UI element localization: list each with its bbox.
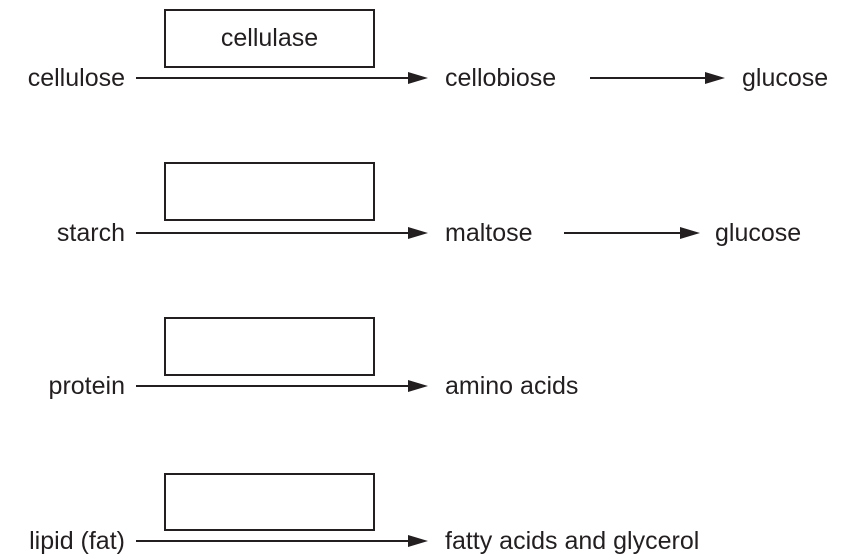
substrate-label: cellulose <box>28 64 125 92</box>
enzyme-box[interactable] <box>164 317 375 376</box>
pathway-cellulose: cellulose cellulase cellobiose glucose <box>28 9 828 92</box>
substrate-label: lipid (fat) <box>29 527 125 555</box>
pathway-starch: starch maltose glucose <box>57 162 801 247</box>
secondary-arrow-head <box>705 72 725 84</box>
enzyme-box[interactable] <box>164 473 375 531</box>
enzyme-label: cellulase <box>221 24 318 52</box>
pathway-protein: protein amino acids <box>49 317 578 400</box>
substrate-label: starch <box>57 219 125 247</box>
product-label-1: cellobiose <box>445 64 556 92</box>
secondary-arrow-head <box>680 227 700 239</box>
enzyme-box[interactable] <box>164 9 375 68</box>
product-label-2: glucose <box>742 64 828 92</box>
main-arrow-head <box>408 535 428 547</box>
product-label-2: glucose <box>715 219 801 247</box>
product-label-1: amino acids <box>445 372 578 400</box>
product-label-1: fatty acids and glycerol <box>445 527 699 555</box>
substrate-label: protein <box>49 372 125 400</box>
main-arrow-head <box>408 72 428 84</box>
main-arrow-head <box>408 380 428 392</box>
enzyme-box[interactable] <box>164 162 375 221</box>
pathway-lipid: lipid (fat) fatty acids and glycerol <box>29 473 699 555</box>
product-label-1: maltose <box>445 219 533 247</box>
main-arrow-head <box>408 227 428 239</box>
